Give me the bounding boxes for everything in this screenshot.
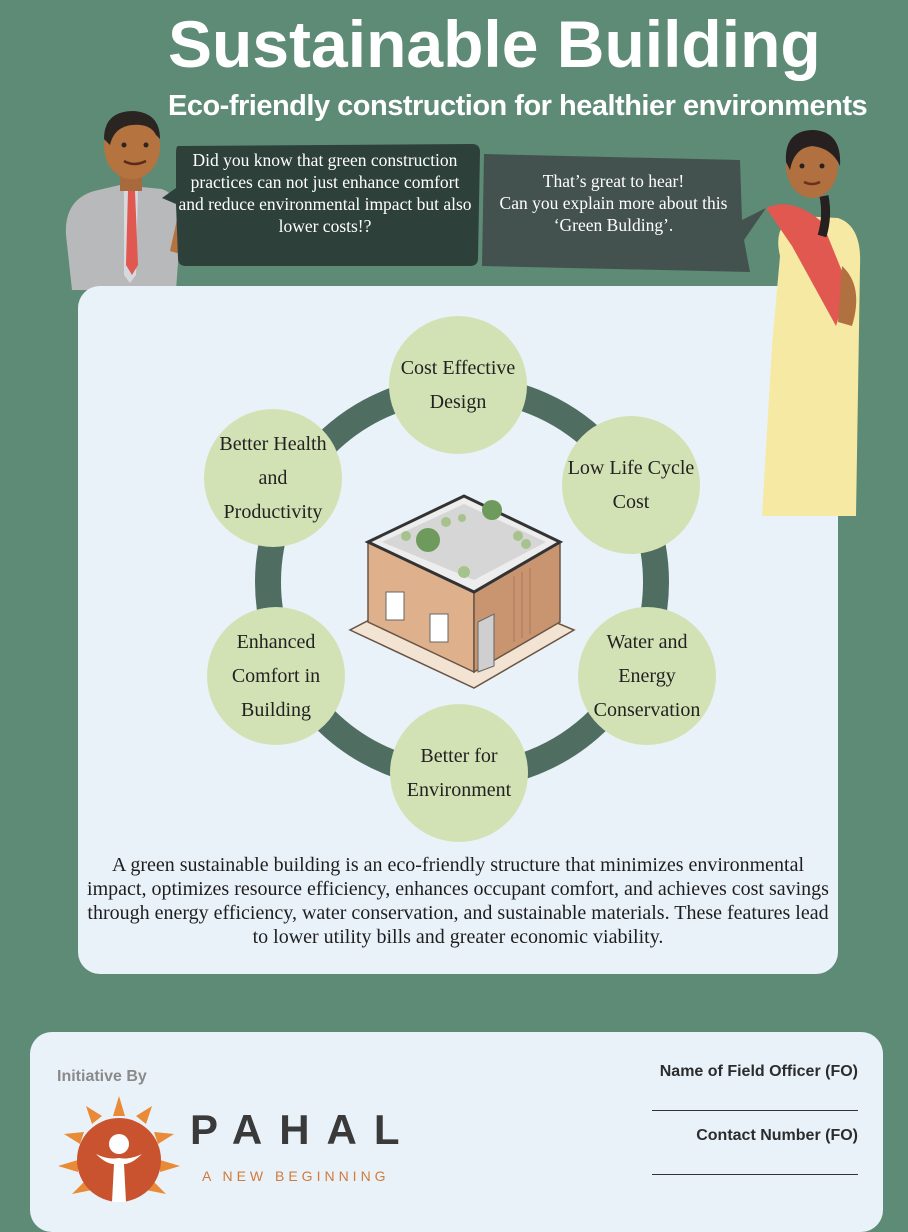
page-subtitle: Eco-friendly construction for healthier … [168, 90, 868, 122]
page-title: Sustainable Building [168, 7, 821, 81]
field-officer-contact-line [652, 1174, 858, 1175]
org-name: PAHAL [190, 1106, 417, 1153]
benefit-node-better-for-environment: Better for Environment [390, 704, 528, 842]
field-officer-contact-label: Contact Number (FO) [696, 1127, 858, 1144]
man-speech-text: Did you know that green construction pra… [178, 150, 472, 236]
field-officer-name-label: Name of Field Officer (FO) [659, 1063, 858, 1080]
pahal-logo-icon [58, 1096, 180, 1202]
benefit-node-cost-effective-design: Cost Effective Design [389, 316, 527, 454]
green-building-description: A green sustainable building is an eco-f… [87, 854, 829, 948]
field-officer-name-line [652, 1110, 858, 1111]
woman-illustration [762, 130, 861, 516]
woman-speech-bubble-shape [482, 154, 766, 272]
woman-speech-line-1: That’s great to hear! [542, 171, 685, 191]
footer-card [30, 1032, 883, 1232]
woman-speech-line-2: Can you explain more about this ‘Green B… [499, 193, 728, 235]
org-tagline: A NEW BEGINNING [202, 1168, 390, 1184]
benefit-node-low-life-cycle-cost: Low Life Cycle Cost [562, 416, 700, 554]
initiative-label: Initiative By [57, 1068, 147, 1085]
man-speech-bubble-shape [162, 144, 480, 266]
man-speech-bubble: Did you know that green construction pra… [170, 143, 480, 265]
green-building-illustration [348, 494, 576, 689]
benefit-node-better-health: Better Health and Productivity [204, 409, 342, 547]
benefit-node-enhanced-comfort: Enhanced Comfort in Building [207, 607, 345, 745]
woman-speech-bubble: That’s great to hear! Can you explain mo… [478, 152, 753, 272]
benefit-node-water-energy-conservation: Water and Energy Conservation [578, 607, 716, 745]
